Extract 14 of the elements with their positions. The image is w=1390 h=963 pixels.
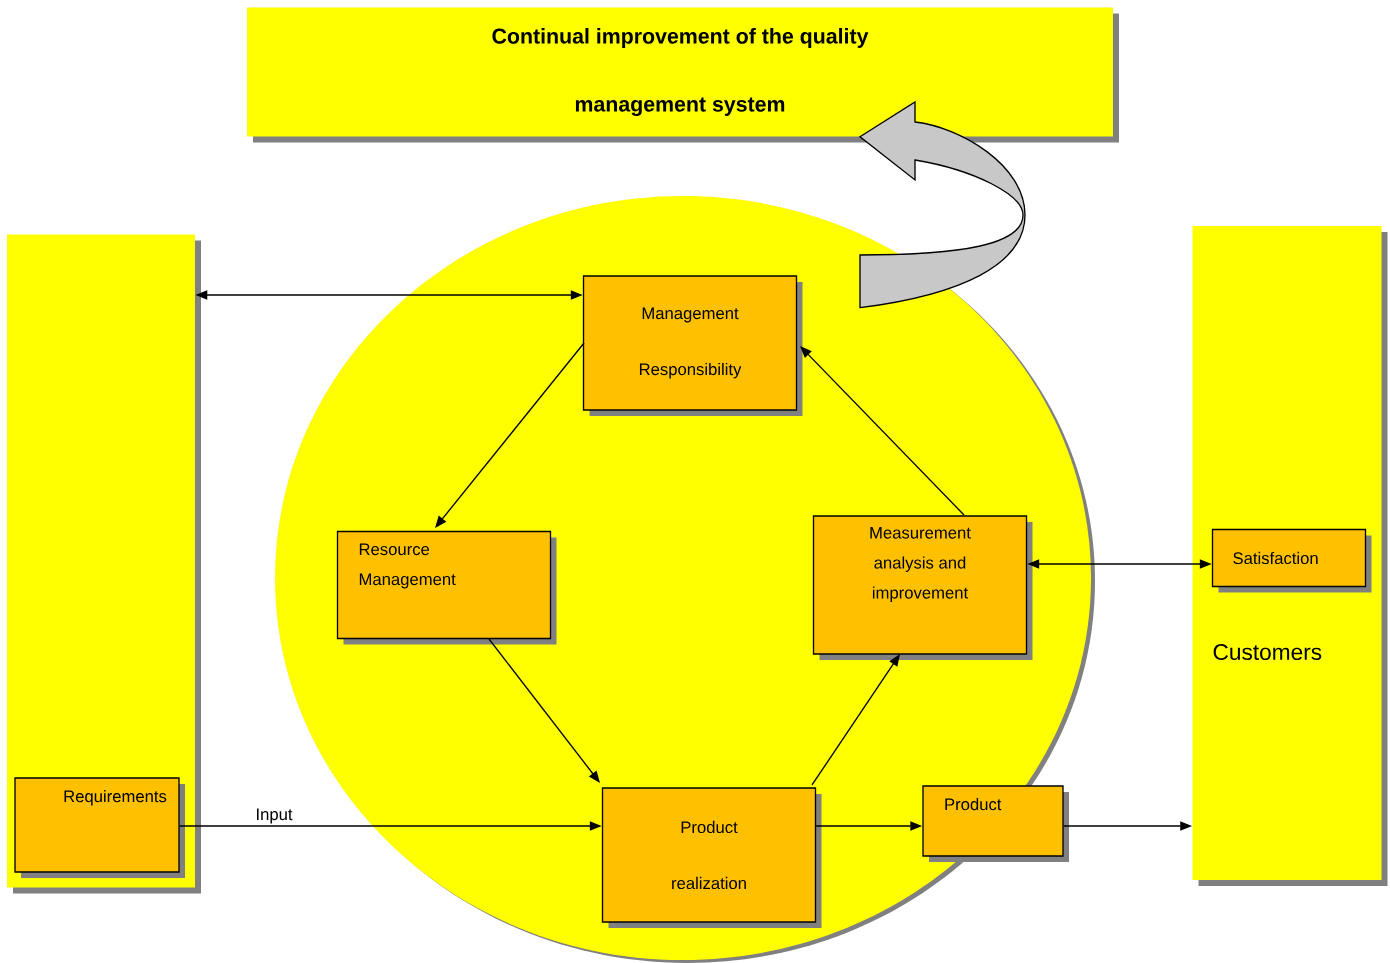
arrow — [800, 346, 965, 516]
process-box: Measurement analysis and improvement — [812, 515, 1033, 660]
title-box: Continual improvement of the quality management system — [247, 7, 1119, 143]
arrow — [435, 342, 585, 528]
process-box: Resource Management — [336, 530, 557, 645]
process-box: Product — [922, 785, 1069, 862]
process-box: Requirements — [14, 777, 185, 878]
process-box: Product realization — [601, 787, 822, 928]
process-box: Management Responsibility — [582, 275, 803, 416]
arrow — [488, 638, 600, 783]
edge-label: Input — [257, 808, 293, 824]
process-box: Satisfaction — [1211, 528, 1372, 593]
arrow — [811, 654, 900, 786]
curved-block-arrow — [859, 101, 1026, 309]
